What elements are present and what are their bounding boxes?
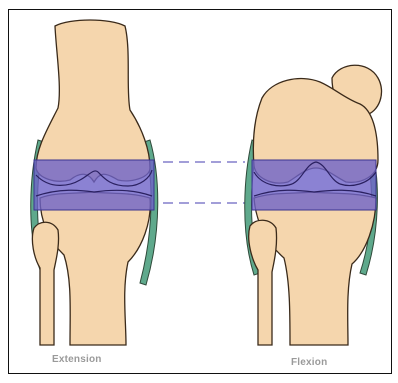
label-flexion: Flexion xyxy=(291,357,327,368)
label-extension: Extension xyxy=(52,354,102,365)
fibula-extension xyxy=(32,222,58,345)
knee-flexion xyxy=(245,65,382,345)
fibula-flexion xyxy=(249,220,277,345)
femur-extension xyxy=(36,20,150,182)
knee-extension xyxy=(31,20,158,345)
tibia-extension xyxy=(40,192,150,345)
